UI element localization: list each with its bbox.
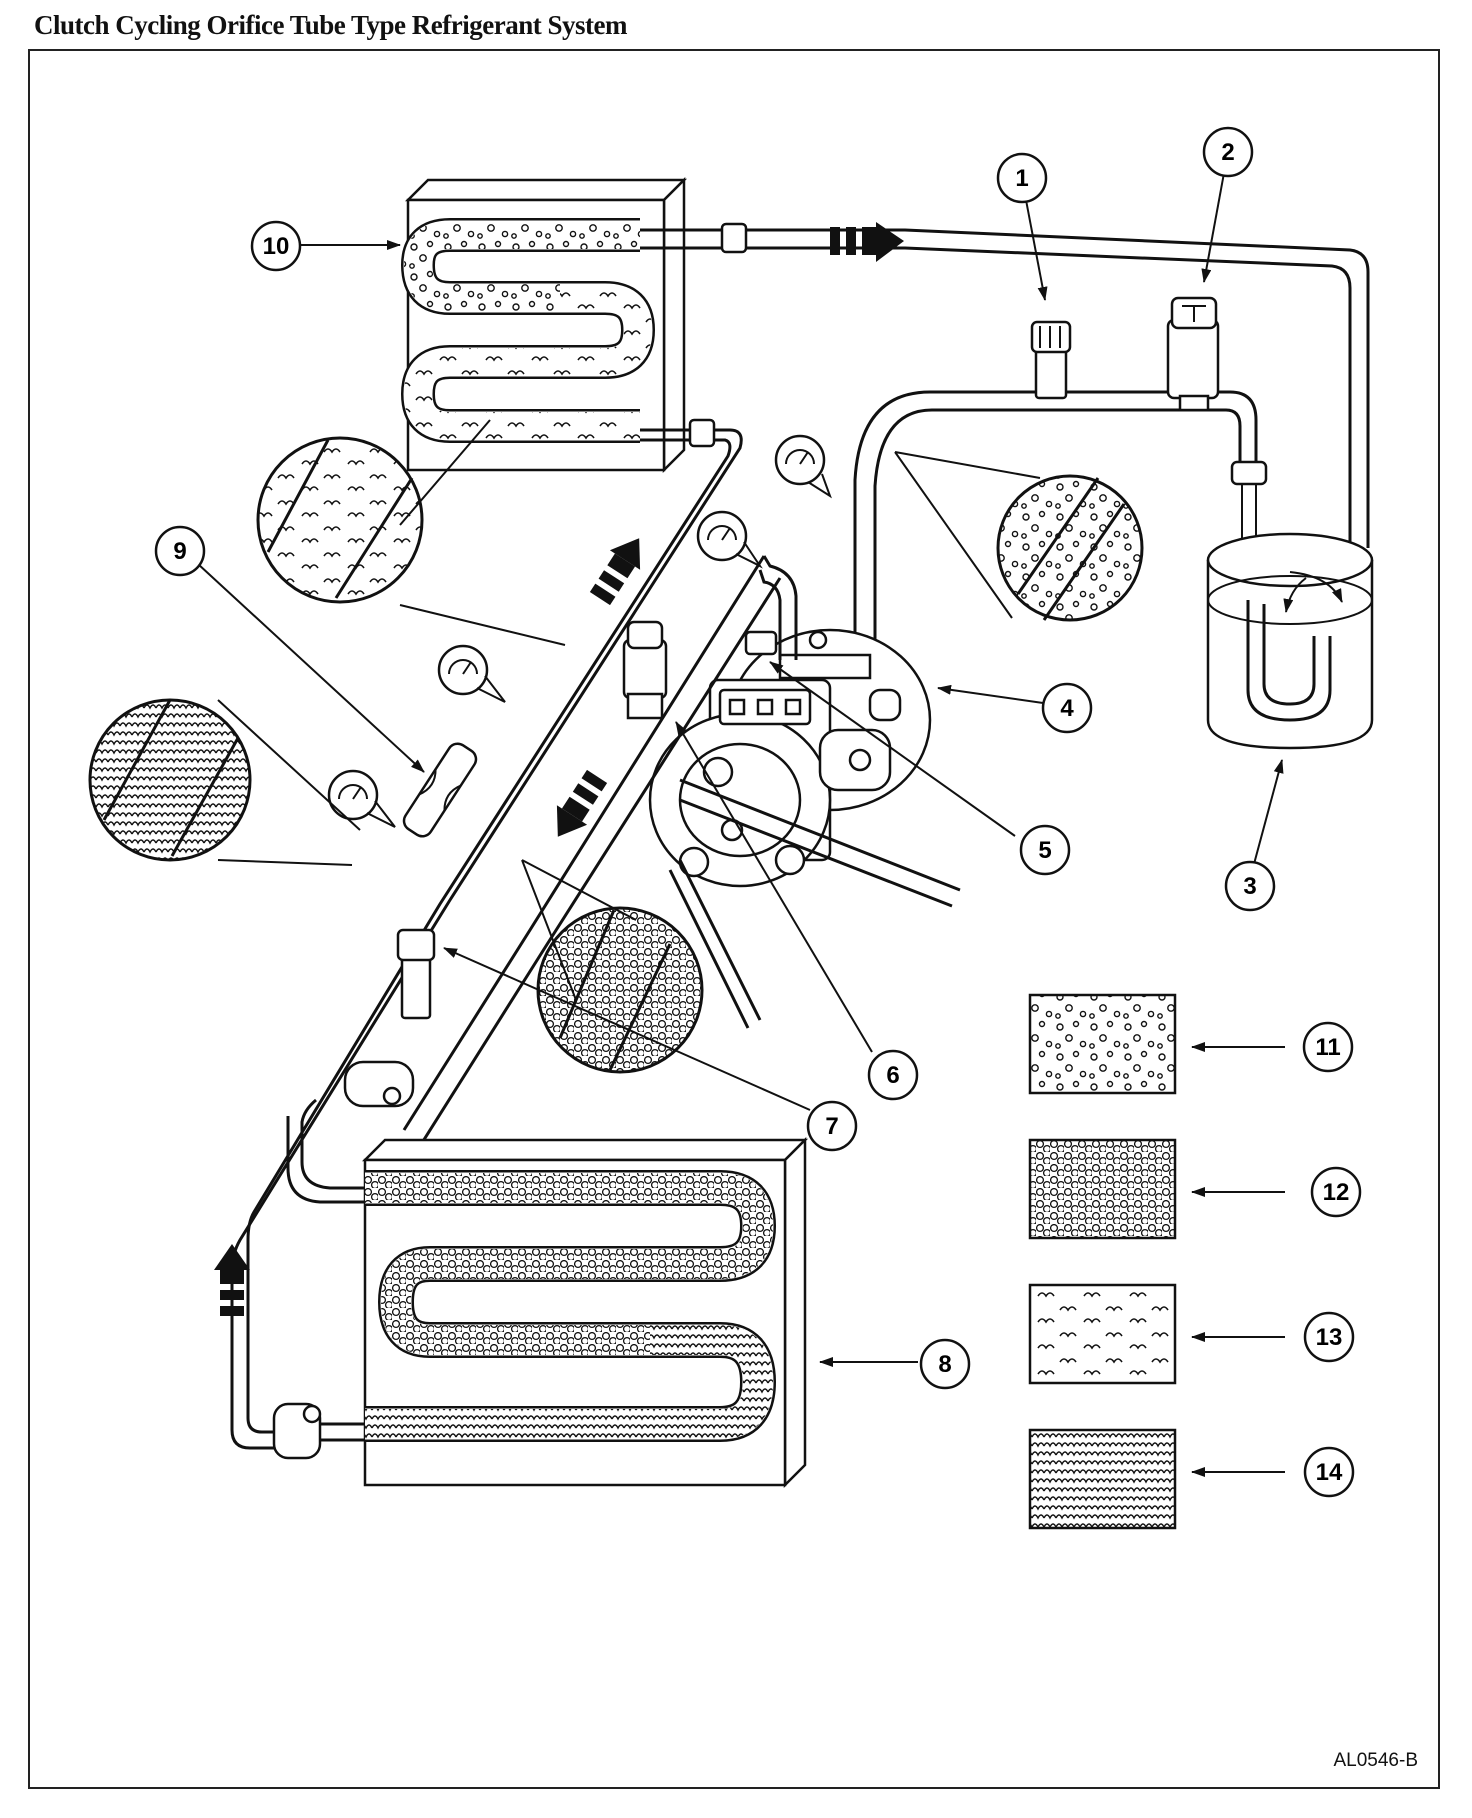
discharge-line <box>402 555 798 1147</box>
svg-text:3: 3 <box>1243 873 1256 900</box>
legend-swatch-11 <box>1028 993 1177 1095</box>
callout-4: 4 <box>1041 682 1093 734</box>
suction-line <box>853 390 1268 660</box>
svg-text:4: 4 <box>1060 695 1074 722</box>
suction-accumulator <box>1206 532 1374 750</box>
callout-1: 1 <box>996 152 1048 204</box>
callout-10: 10 <box>250 220 302 272</box>
legend-swatch-13 <box>1028 1283 1177 1385</box>
legend-swatches <box>1028 993 1177 1530</box>
leader-lines <box>197 172 1285 1477</box>
clutch-cycling-pressure-switch <box>1166 296 1220 412</box>
svg-text:7: 7 <box>825 1113 838 1140</box>
svg-text:6: 6 <box>886 1062 899 1089</box>
high-pressure-cutoff-switch <box>622 620 668 720</box>
svg-text:11: 11 <box>1315 1034 1340 1061</box>
flow-arrows <box>214 538 641 1316</box>
svg-text:2: 2 <box>1221 139 1234 166</box>
callout-8: 8 <box>919 1338 971 1390</box>
legend-swatch-14 <box>1028 1428 1177 1530</box>
condenser-inlet-line <box>640 222 1370 548</box>
callout-3: 3 <box>1224 860 1276 912</box>
diagram-frame <box>28 49 1440 1789</box>
callout-7: 7 <box>806 1100 858 1152</box>
figure-code: AL0546-B <box>1333 1750 1418 1771</box>
svg-text:10: 10 <box>263 233 290 260</box>
legend-swatch-12 <box>1028 1138 1177 1240</box>
callout-12: 12 <box>1310 1166 1362 1218</box>
svg-text:14: 14 <box>1316 1459 1343 1486</box>
orifice-tube <box>402 742 478 838</box>
evaporator <box>361 1136 809 1489</box>
svg-text:12: 12 <box>1323 1179 1350 1206</box>
low-side-service-port <box>1030 320 1072 400</box>
svg-text:1: 1 <box>1015 165 1028 192</box>
compressor <box>648 628 961 1029</box>
callout-9: 9 <box>154 525 206 577</box>
magnifier-liquid-line <box>256 419 566 646</box>
evaporator-fittings <box>272 1060 415 1460</box>
callout-5: 5 <box>1019 824 1071 876</box>
callout-14: 14 <box>1303 1446 1355 1498</box>
callout-13: 13 <box>1303 1311 1355 1363</box>
service-port-schrader <box>396 928 436 1020</box>
svg-text:5: 5 <box>1038 837 1051 864</box>
callouts: 1 2 3 4 5 6 7 8 9 10 11 12 13 14 <box>154 126 1362 1498</box>
svg-text:8: 8 <box>938 1351 951 1378</box>
magnifier-suction-vapor <box>894 451 1144 622</box>
magnifier-orifice-liquid <box>88 698 361 866</box>
magnifier-evaporator-mixture <box>521 859 704 1074</box>
callout-2: 2 <box>1202 126 1254 178</box>
pressure-relief-valve <box>744 630 828 656</box>
diagram-title: Clutch Cycling Orifice Tube Type Refrige… <box>34 10 627 40</box>
svg-text:13: 13 <box>1316 1324 1343 1351</box>
callout-11: 11 <box>1302 1021 1354 1073</box>
svg-text:9: 9 <box>173 538 186 565</box>
condenser <box>400 176 688 474</box>
pressure-gauges <box>327 434 832 828</box>
callout-6: 6 <box>867 1049 919 1101</box>
